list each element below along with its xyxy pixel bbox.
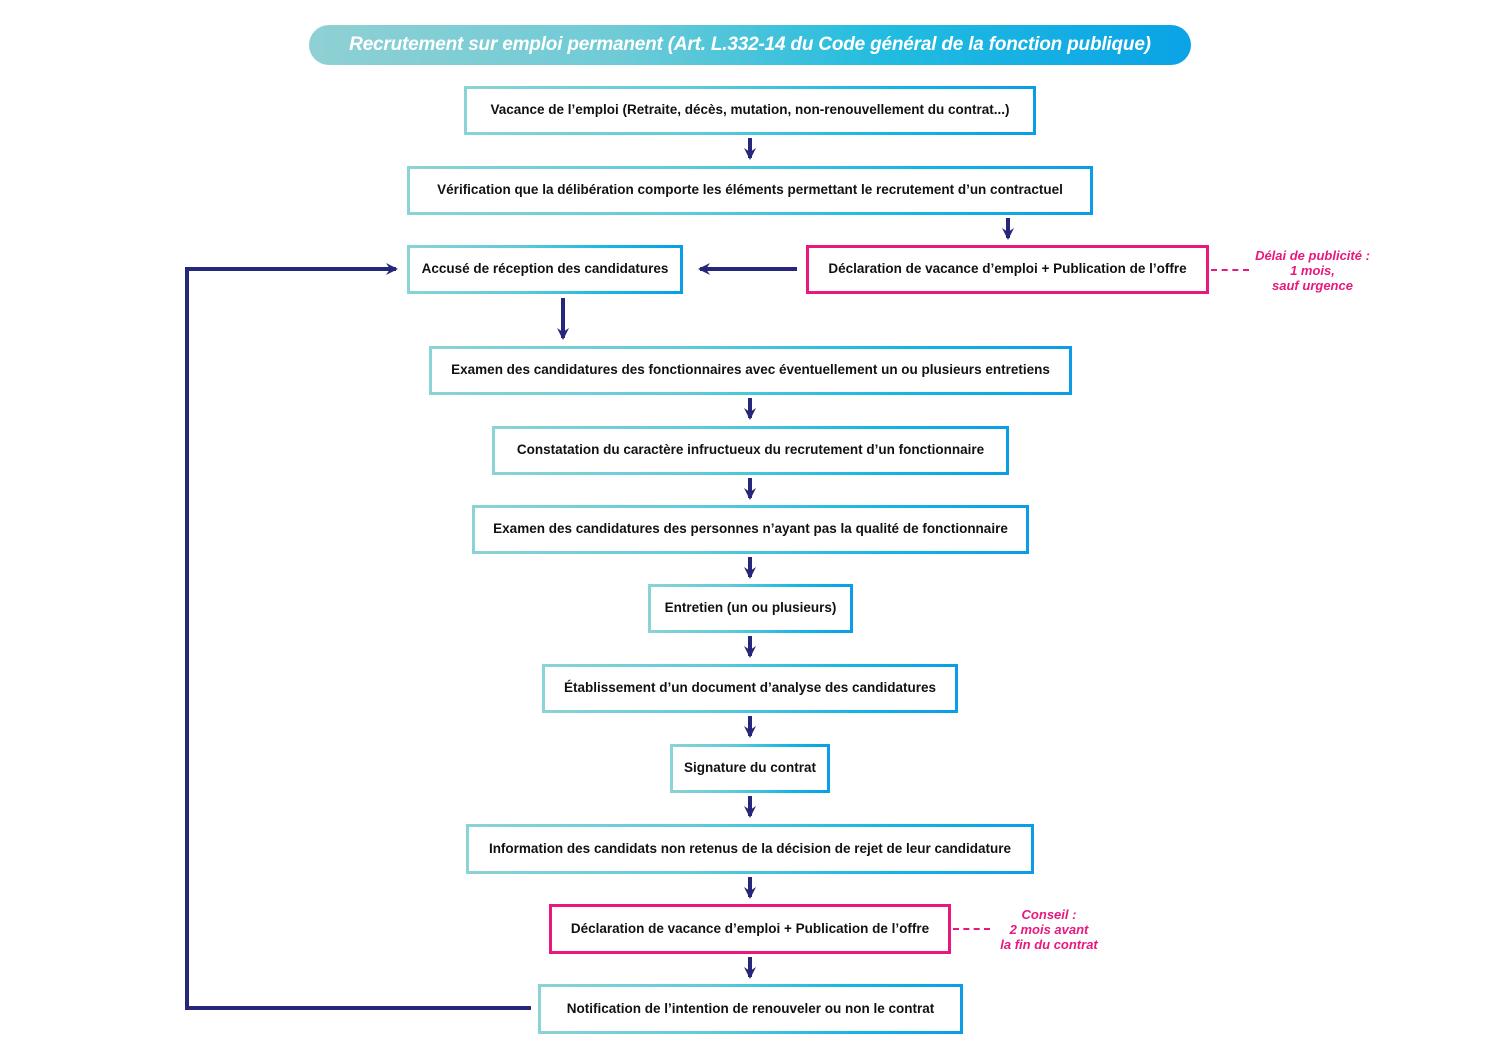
step-vacance: Vacance de l’emploi (Retraite, décès, mu…: [464, 86, 1036, 135]
loop-back-arrow: [185, 263, 531, 1010]
step-examen-non-fonctionnaires: Examen des candidatures des personnes n’…: [472, 505, 1029, 554]
delai-note-line2: 1 mois,: [1290, 263, 1335, 278]
step-signature: Signature du contrat: [670, 744, 830, 793]
conseil-note-line2: 2 mois avant: [1009, 922, 1089, 937]
conseil-note: Conseil : 2 mois avant la fin du contrat: [990, 907, 1108, 952]
diagram-title: Recrutement sur emploi permanent (Art. L…: [309, 25, 1191, 65]
step-entretien: Entretien (un ou plusieurs): [648, 584, 853, 633]
delai-note-line3: sauf urgence: [1272, 278, 1353, 293]
delai-note: Délai de publicité : 1 mois, sauf urgenc…: [1250, 248, 1375, 293]
delai-dashed-line: [1211, 269, 1249, 271]
step-verification: Vérification que la délibération comport…: [407, 166, 1093, 215]
delai-note-line1: Délai de publicité :: [1255, 248, 1370, 263]
step-declaration-vacance-2: Déclaration de vacance d’emploi + Public…: [549, 904, 951, 954]
conseil-note-line3: la fin du contrat: [1000, 937, 1098, 952]
step-declaration-vacance-1: Déclaration de vacance d’emploi + Public…: [806, 245, 1209, 294]
step-notification: Notification de l’intention de renouvele…: [538, 984, 963, 1034]
step-information: Information des candidats non retenus de…: [466, 824, 1034, 874]
step-constatation: Constatation du caractère infructueux du…: [492, 426, 1009, 475]
step-examen-fonctionnaires: Examen des candidatures des fonctionnair…: [429, 346, 1072, 395]
step-etablissement: Établissement d’un document d’analyse de…: [542, 664, 958, 713]
conseil-note-line1: Conseil :: [1021, 907, 1077, 922]
step-accuse-reception: Accusé de réception des candidatures: [407, 245, 683, 294]
conseil-dashed-line: [953, 928, 990, 930]
